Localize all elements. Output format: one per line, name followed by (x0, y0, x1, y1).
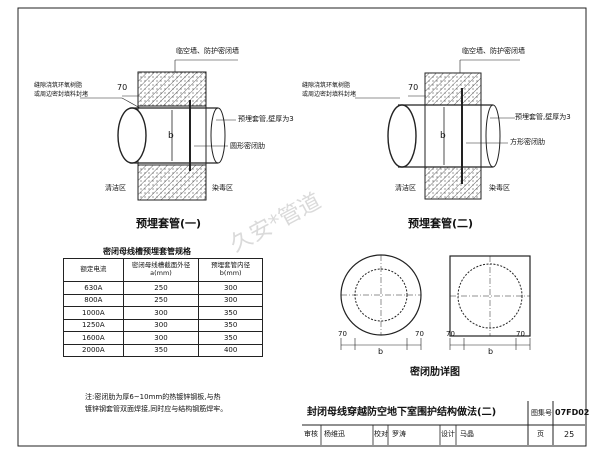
label-clean-1: 清洁区 (105, 184, 126, 192)
caption-fig1: 预埋套管(一) (136, 217, 202, 230)
label-ring-1: 圆形密闭肋 (230, 142, 265, 150)
titleblock-designer: 马晶 (460, 430, 474, 438)
label-infect-2: 染毒区 (489, 184, 510, 192)
label-sealant-2a: 缝隙浇筑环氧树脂 (302, 82, 351, 89)
table-cell: 400 (198, 343, 263, 357)
table-cell: 1250A (63, 318, 124, 332)
table-header: 密闭母线槽截面外径 a(mm) (122, 258, 200, 282)
table-cell: 630A (63, 281, 124, 295)
rib-dim-70-a: 70 (338, 330, 347, 338)
table-cell: 300 (122, 331, 200, 345)
note-line-1: 注:密闭肋为厚6~10mm的热镀锌钢板,与热 (85, 393, 221, 401)
titleblock-reviewer: 杨维迅 (324, 430, 345, 438)
figure-sleeve-2 (355, 59, 520, 200)
titleblock-page-label: 页 (537, 430, 544, 438)
table-cell: 350 (198, 331, 263, 345)
label-sealant-1a: 缝隙浇筑环氧树脂 (34, 82, 83, 89)
figure-sleeve-1 (80, 59, 238, 201)
note-line-2: 镀锌钢套管双面焊接,同时应与结构钢筋焊牢。 (85, 405, 228, 413)
table-cell: 1000A (63, 306, 124, 320)
figure-rib-round (340, 254, 422, 350)
titleblock-lines (302, 401, 585, 445)
label-sleeve-1: 预埋套管,壁厚为3 (238, 115, 294, 123)
rib-dim-70-c: 70 (446, 330, 455, 338)
label-clean-2: 清洁区 (395, 184, 416, 192)
rib-dim-b-b: b (488, 347, 494, 356)
dim-70-fig1: 70 (117, 83, 128, 92)
table-cell: 350 (122, 343, 200, 357)
table-cell: 250 (122, 293, 200, 307)
table-cell: 800A (63, 293, 124, 307)
figure-rib-square (449, 255, 531, 350)
table-cell: 350 (198, 306, 263, 320)
label-interlayer-2: 临空墙、防护密闭墙 (462, 47, 525, 55)
sheet-frame (17, 7, 587, 447)
label-sleeve-2: 预埋套管,壁厚为3 (515, 113, 571, 121)
label-ring-2: 方形密闭肋 (510, 138, 545, 146)
table-cell: 1600A (63, 331, 124, 345)
rib-dim-b-a: b (378, 347, 384, 356)
dim-70-fig2: 70 (408, 83, 419, 92)
table-header-row: 额定电流 密闭母线槽截面外径 a(mm) 预埋套管内径 b(mm) (63, 258, 263, 282)
label-interlayer-1: 临空墙、防护密闭墙 (176, 47, 239, 55)
table-cell: 2000A (63, 343, 124, 357)
rib-dim-70-b: 70 (415, 330, 424, 338)
titleblock-review-label: 审核 (304, 430, 318, 438)
rib-dim-70-d: 70 (516, 330, 525, 338)
label-sealant-1b: 或周边密封填料封堵 (34, 91, 89, 98)
table-cell: 300 (198, 281, 263, 295)
titleblock-atlas-no: 07FD02 (555, 408, 590, 417)
titleblock-checker: 罗涛 (392, 430, 406, 438)
table-header: 额定电流 (63, 258, 124, 282)
table-cell: 300 (122, 306, 200, 320)
titleblock-design-label: 设计 (441, 430, 455, 438)
titleblock-atlas-label: 图集号 (531, 409, 552, 417)
table-cell: 300 (198, 293, 263, 307)
table-cell: 350 (198, 318, 263, 332)
titleblock-check-label: 校对 (374, 430, 388, 438)
table-title: 密闭母线槽预埋套管规格 (103, 247, 191, 256)
label-infect-1: 染毒区 (212, 184, 233, 192)
titleblock-title: 封闭母线穿越防空地下室围护结构做法(二) (307, 407, 497, 418)
table-cell: 250 (122, 281, 200, 295)
table-cell: 300 (122, 318, 200, 332)
titleblock-page-no: 25 (564, 430, 575, 439)
dim-b-fig2: b (440, 131, 446, 141)
caption-rib: 密闭肋详图 (410, 367, 460, 378)
label-sealant-2b: 或周边密封填料封堵 (302, 91, 357, 98)
caption-fig2: 预埋套管(二) (408, 217, 474, 230)
dim-b-fig1: b (168, 131, 174, 141)
table-header: 预埋套管内径 b(mm) (198, 258, 263, 282)
